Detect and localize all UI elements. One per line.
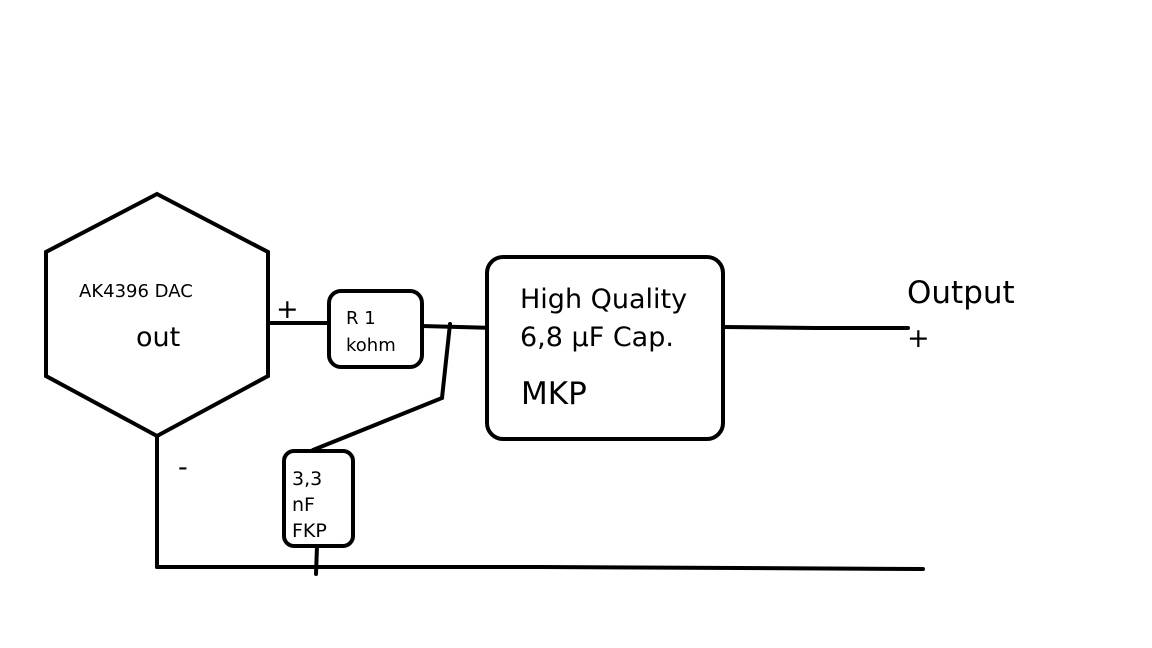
wire-tap-to-small-capacitor bbox=[311, 322, 452, 452]
resistor-block bbox=[327, 289, 424, 369]
wire-small-capacitor-to-ground bbox=[314, 544, 319, 576]
main-capacitor-label-line1: High Quality bbox=[520, 284, 687, 315]
wire-output-positive bbox=[721, 325, 910, 330]
small-capacitor-label-line2: nF bbox=[292, 494, 315, 516]
main-capacitor-label-line3: MKP bbox=[521, 376, 587, 412]
dac-block bbox=[44, 191, 270, 439]
wire-ground-return bbox=[155, 565, 925, 571]
small-capacitor-label-line3: FKP bbox=[292, 520, 327, 542]
resistor-label-line1: R 1 bbox=[346, 308, 376, 329]
main-capacitor-block bbox=[485, 255, 725, 441]
dac-plus-sign: + bbox=[276, 294, 299, 325]
dac-name: AK4396 DAC bbox=[79, 281, 193, 302]
resistor-label-line2: kohm bbox=[346, 335, 396, 356]
wire-resistor-to-capacitor bbox=[420, 324, 498, 330]
main-capacitor-label-line2: 6,8 µF Cap. bbox=[520, 322, 674, 353]
output-plus-sign: + bbox=[907, 323, 930, 354]
small-capacitor-label-line1: 3,3 bbox=[292, 468, 322, 490]
dac-minus-sign: - bbox=[178, 452, 188, 483]
dac-out-label: out bbox=[136, 322, 180, 353]
output-label: Output bbox=[907, 275, 1015, 311]
